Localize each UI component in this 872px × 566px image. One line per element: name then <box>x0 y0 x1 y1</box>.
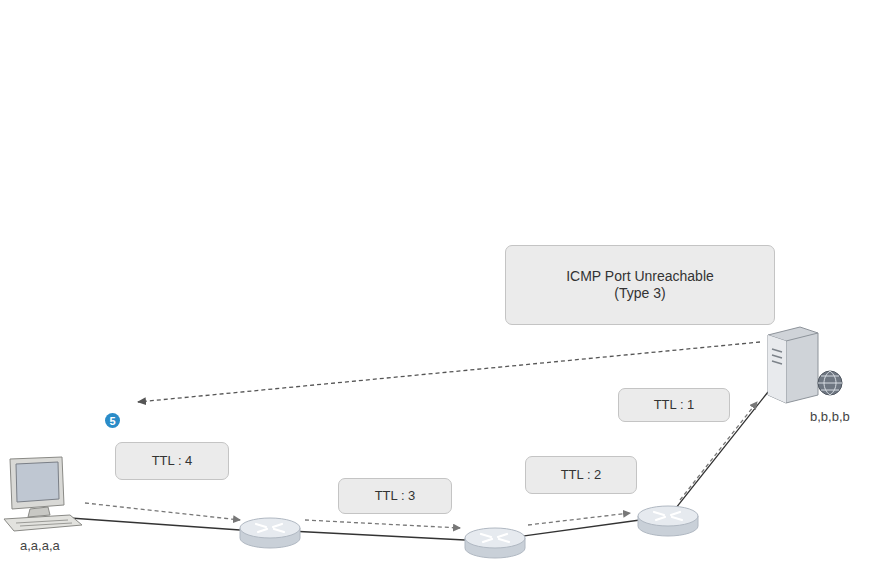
callout-number: 5 <box>105 413 120 428</box>
ttl-label: TTL : 1 <box>654 397 695 413</box>
ttl-box: TTL : 3 <box>338 478 452 514</box>
ttl-box: TTL : 4 <box>115 442 229 480</box>
message-box: ICMP Port Unreachable (Type 3) <box>505 245 775 325</box>
host-address: a,a,a,a <box>20 538 60 554</box>
router-symbol <box>465 528 525 558</box>
ttl-box: TTL : 1 <box>618 388 730 422</box>
server-icon <box>760 325 850 405</box>
ttl-label: TTL : 2 <box>561 467 602 483</box>
host-address: b,b,b,b <box>810 409 850 425</box>
computer-icon <box>2 455 92 545</box>
ttl-box: TTL : 2 <box>525 456 637 494</box>
ttl-label: TTL : 4 <box>152 453 193 469</box>
router-symbol <box>240 518 300 548</box>
router-symbol <box>638 506 698 536</box>
message-text: ICMP Port Unreachable (Type 3) <box>555 268 725 303</box>
ttl-label: TTL : 3 <box>375 488 416 504</box>
server-host: b,b,b,b <box>760 325 864 435</box>
